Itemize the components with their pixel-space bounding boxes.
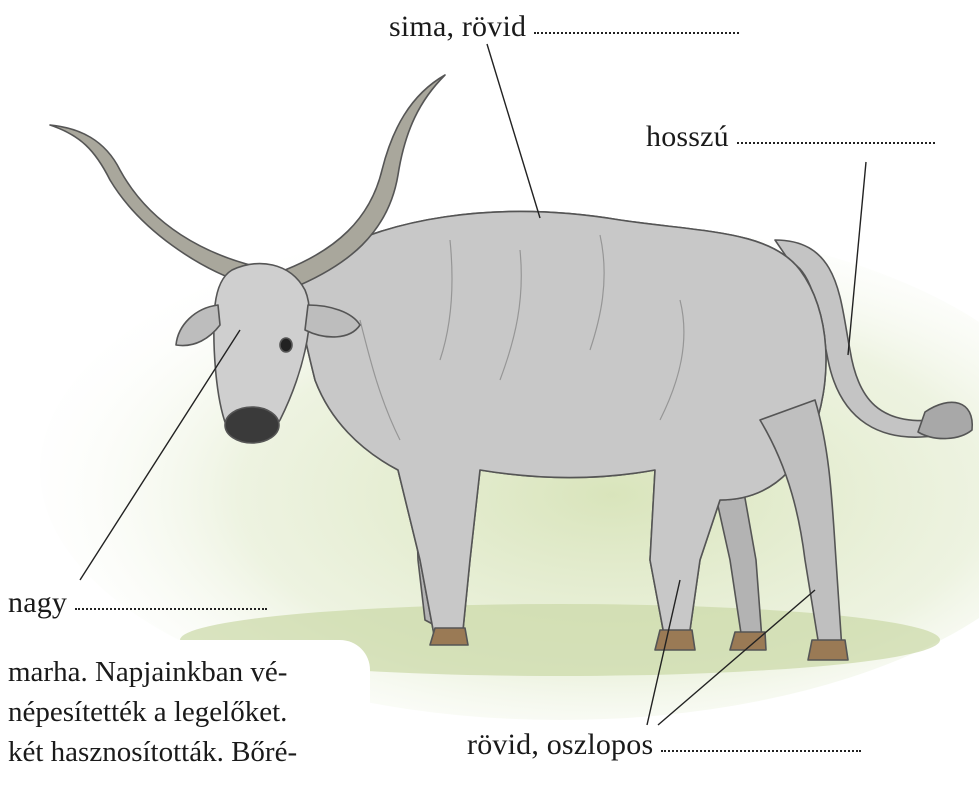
label-head-text: nagy (8, 586, 67, 619)
paragraph-line-1: marha. Napjainkban vé- (8, 658, 287, 687)
answer-blank-top[interactable] (534, 32, 739, 34)
label-tail-text: hosszú (646, 120, 729, 153)
paragraph-line-3: két hasznosították. Bőré- (8, 738, 297, 767)
pointer-line-top (487, 44, 540, 218)
eye (280, 338, 292, 352)
label-tail: hosszú (646, 122, 935, 152)
hoof (808, 640, 848, 660)
label-top: sima, rövid (389, 12, 739, 42)
answer-blank-tail[interactable] (737, 142, 935, 144)
answer-blank-legs[interactable] (661, 750, 861, 752)
left-horn (50, 125, 262, 285)
paragraph-line-2: népesítették a legelőket. (8, 698, 287, 727)
label-legs: rövid, oszlopos (467, 730, 861, 760)
hoof (655, 630, 695, 650)
muzzle (225, 407, 279, 443)
label-top-text: sima, rövid (389, 10, 526, 43)
hoof (430, 628, 468, 645)
label-head: nagy (8, 588, 267, 618)
label-legs-text: rövid, oszlopos (467, 728, 653, 761)
text-box: marha. Napjainkban vé- népesítették a le… (0, 640, 370, 800)
answer-blank-head[interactable] (75, 608, 267, 610)
